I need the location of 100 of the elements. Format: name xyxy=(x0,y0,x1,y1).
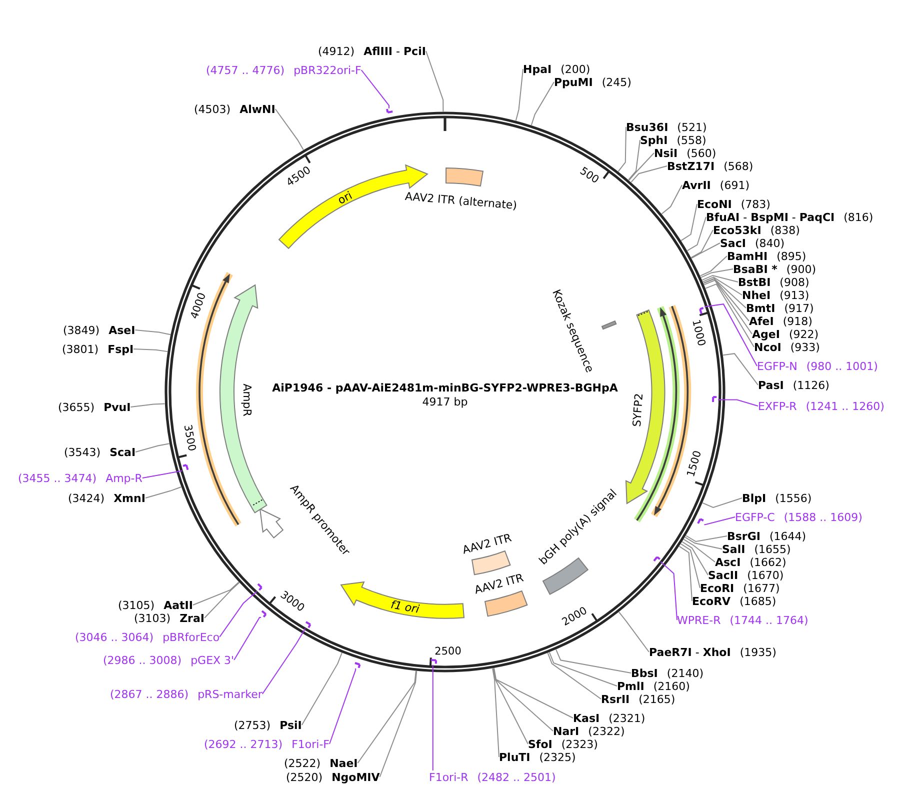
leader-line xyxy=(379,670,418,778)
site-position: (1644) xyxy=(769,530,806,542)
primer-site-mark xyxy=(696,518,704,525)
leader-line xyxy=(360,70,390,109)
site-position: (917) xyxy=(784,302,814,314)
enzyme-name: PluTI xyxy=(499,750,530,764)
leader-line xyxy=(425,50,444,112)
enzyme-name: RsrII xyxy=(601,692,630,706)
leader-line xyxy=(274,108,304,150)
site-position: (816) xyxy=(844,210,874,224)
enzyme-name: AflIII - PciI xyxy=(364,44,426,58)
site-position: (2753) xyxy=(234,718,271,732)
enzyme-name: SacI xyxy=(720,236,746,250)
leader-line xyxy=(192,582,240,606)
site-position: (838) xyxy=(770,224,800,236)
primer-range: (2482 .. 2501) xyxy=(477,770,556,784)
leader-line xyxy=(515,68,524,122)
primer-name: F1ori-F xyxy=(292,738,330,750)
enzyme-name: SfoI xyxy=(528,738,552,750)
enzyme-name: AseI xyxy=(108,324,136,336)
enzyme-name: PasI xyxy=(758,378,784,392)
primer-range: (2692 .. 2713) xyxy=(204,738,283,750)
enzyme-name: PaeR7I - XhoI xyxy=(649,646,731,658)
leader-line xyxy=(702,278,746,308)
primer-range: (4757 .. 4776) xyxy=(206,64,285,76)
feature-label: AAV2 ITR (alternate) xyxy=(404,190,518,212)
enzyme-name: ScaI xyxy=(110,446,136,458)
leader-line xyxy=(717,399,758,406)
leader-line xyxy=(704,516,736,526)
leader-line xyxy=(493,668,554,732)
tick-label: 4000 xyxy=(190,292,210,321)
enzyme-name: NsiI xyxy=(654,146,678,160)
enzyme-name: BbsI xyxy=(631,666,658,680)
primer-range: (3046 .. 3064) xyxy=(75,630,154,644)
primer-site-mark xyxy=(182,464,190,471)
site-position: (918) xyxy=(782,314,812,328)
site-position: (3543) xyxy=(64,446,101,458)
primer-name: EXFP-R xyxy=(758,400,797,412)
leader-line xyxy=(432,664,434,771)
site-position: (1670) xyxy=(747,568,784,582)
site-position: (1685) xyxy=(740,594,776,608)
enzyme-name: EcoRI xyxy=(700,582,734,594)
primer-range: (2867 .. 2886) xyxy=(110,688,189,700)
leader-line xyxy=(530,82,554,126)
site-position: (2325) xyxy=(539,750,576,764)
site-position: (3849) xyxy=(63,324,100,336)
leader-line xyxy=(684,536,722,550)
site-position: (2323) xyxy=(561,738,598,750)
leader-line xyxy=(492,668,500,758)
enzyme-name: AscI xyxy=(715,556,741,568)
enzyme-name: PvuI xyxy=(104,400,131,414)
leader-line xyxy=(680,543,700,588)
site-position: (1662) xyxy=(750,556,786,568)
site-position: (913) xyxy=(780,288,810,302)
leader-line xyxy=(628,140,640,180)
primer-site-mark xyxy=(305,620,312,628)
primer-range: (2986 .. 3008) xyxy=(103,654,182,666)
leader-line xyxy=(234,616,262,660)
enzyme-name: NheI xyxy=(742,288,771,302)
primer-site-mark xyxy=(354,662,362,668)
leader-line xyxy=(690,230,714,258)
enzyme-name: BamHI xyxy=(727,250,768,262)
primer-range: (1588 .. 1609) xyxy=(784,510,862,524)
leader-line xyxy=(556,649,632,674)
enzyme-name: BlpI xyxy=(742,492,766,504)
site-position: (3103) xyxy=(134,612,171,624)
site-position: (2520) xyxy=(286,770,323,784)
enzyme-name: BstBI xyxy=(738,276,771,288)
site-position: (245) xyxy=(602,76,632,88)
leader-line xyxy=(722,353,758,386)
leader-line xyxy=(705,283,754,348)
leader-line xyxy=(134,330,171,336)
enzyme-name: SacII xyxy=(708,568,738,582)
tick-label: 500 xyxy=(578,166,601,186)
primer-site-mark xyxy=(386,108,394,114)
leader-line xyxy=(702,498,742,508)
site-position: (922) xyxy=(788,328,819,340)
leader-line xyxy=(691,242,720,259)
leader-line xyxy=(618,126,626,172)
enzyme-name: AgeI xyxy=(752,328,780,340)
site-position: (4503) xyxy=(194,102,231,116)
leader-line xyxy=(704,304,758,366)
primer-name: pBR322ori-F xyxy=(294,64,362,76)
leader-line xyxy=(700,268,734,278)
site-position: (2140) xyxy=(666,666,704,680)
primer-name: pBRforEco xyxy=(162,630,220,644)
site-position: (1126) xyxy=(792,378,830,392)
enzyme-name: BfuAI - BspMI - PaqCI xyxy=(706,210,835,224)
enzyme-name: NarI xyxy=(553,724,580,738)
feature-label: AAV2 ITR xyxy=(461,531,513,557)
leader-line xyxy=(204,582,240,618)
site-position: (2160) xyxy=(653,680,690,692)
enzyme-name: AfeI xyxy=(749,314,774,328)
feature-label: AmpR xyxy=(240,384,254,416)
leader-line xyxy=(686,216,706,252)
enzyme-name: AatII xyxy=(164,598,193,612)
site-position: (521) xyxy=(677,120,707,134)
leader-line xyxy=(704,280,752,334)
site-position: (908) xyxy=(780,276,810,288)
primer-site-mark xyxy=(430,659,438,665)
